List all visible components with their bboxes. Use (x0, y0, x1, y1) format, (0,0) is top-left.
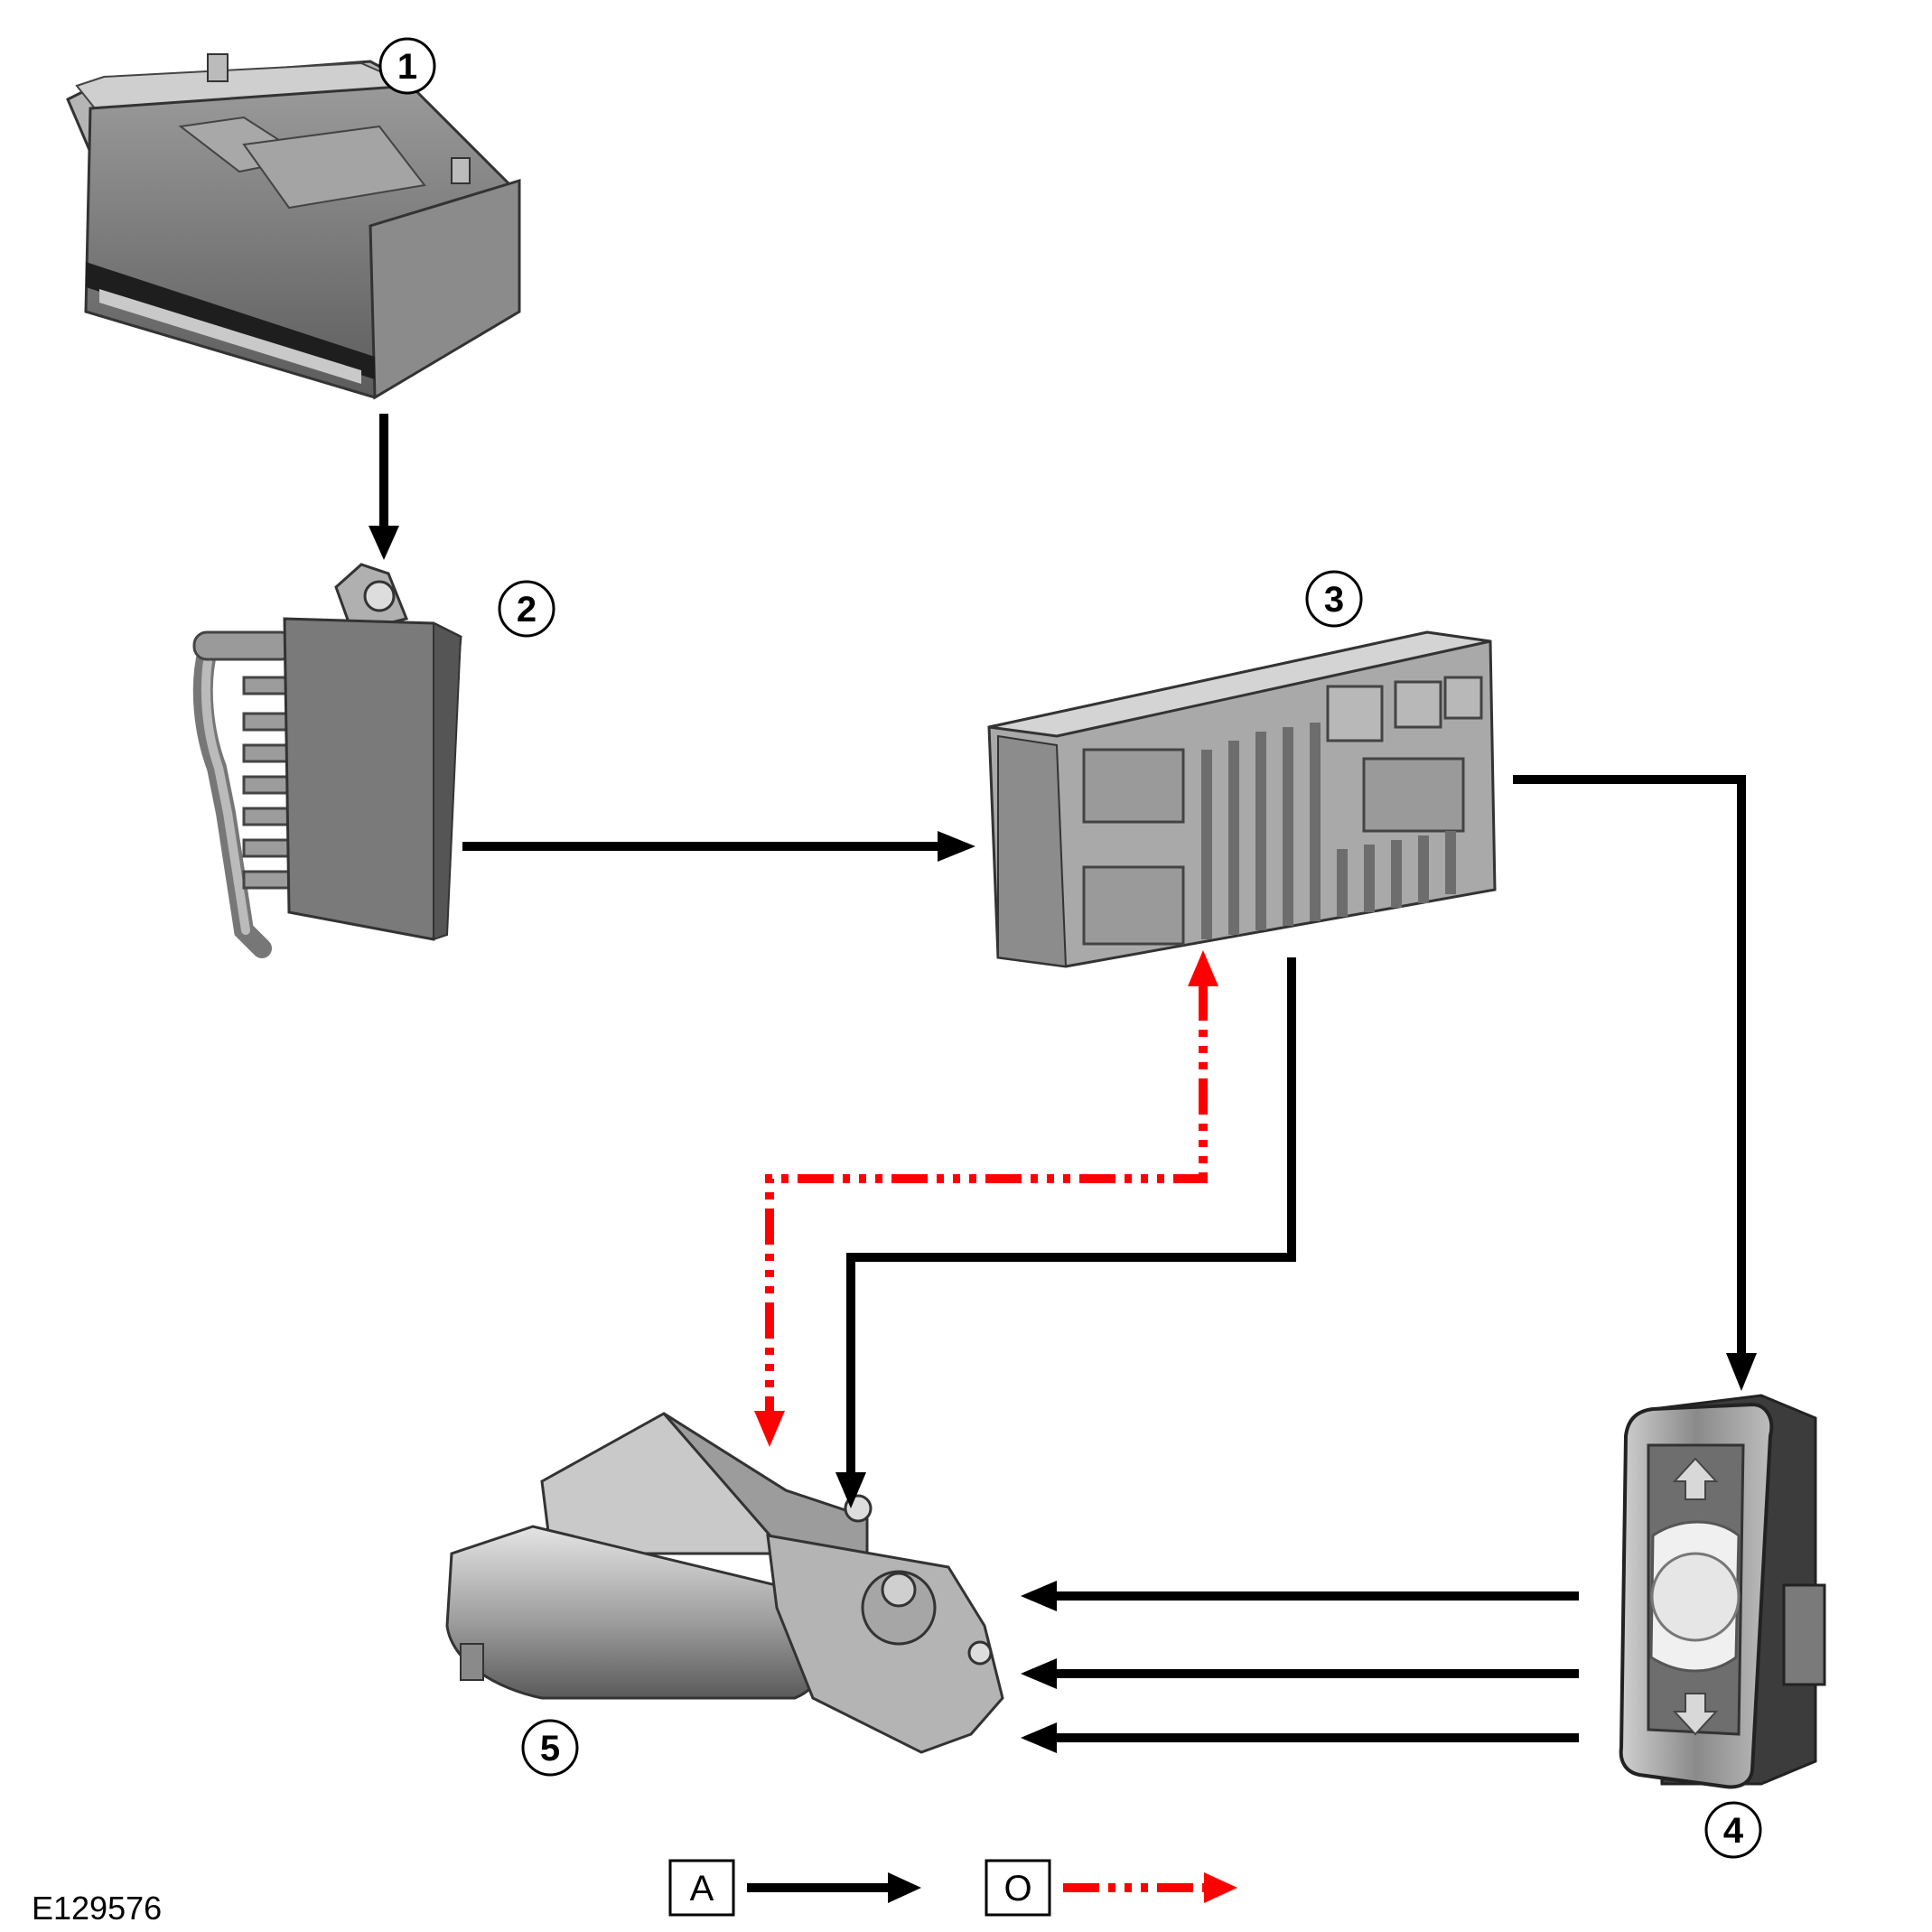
callout-4: 4 (1704, 1801, 1762, 1859)
battery (66, 53, 521, 400)
wire-3-to-4-head (1726, 1353, 1757, 1391)
wire-3-to-5 (846, 957, 1296, 1474)
legend-label-o: O (1003, 1869, 1031, 1909)
window-switch (1619, 1394, 1826, 1789)
callout-2-label: 2 (517, 590, 537, 630)
callout-5: 5 (521, 1719, 579, 1777)
wire-o-3-head (1188, 950, 1218, 986)
callout-2: 2 (498, 580, 555, 638)
wire-o-3-to-5 (765, 985, 1208, 1414)
wire-4-to-5-b-head (1021, 1658, 1057, 1689)
battery-junction-box (192, 563, 462, 958)
callout-5-label: 5 (540, 1729, 560, 1769)
callout-3: 3 (1305, 570, 1363, 628)
callout-4-label: 4 (1723, 1811, 1744, 1851)
wire-1-to-2-head (369, 526, 399, 560)
legend-label-a: A (690, 1869, 714, 1909)
figure-reference: E129576 (32, 1890, 162, 1927)
callout-3-label: 3 (1324, 580, 1344, 620)
wire-2-to-3-head (938, 831, 975, 862)
wire-3-to-4 (1513, 775, 1746, 1355)
wire-o-5-head (754, 1411, 785, 1447)
legend-item-o: O (985, 1859, 1237, 1917)
wire-4-to-5-a-head (1021, 1581, 1057, 1611)
wire-3-to-5-head (835, 1472, 866, 1508)
callout-1-label: 1 (397, 47, 417, 87)
wire-4-to-5-c-head (1021, 1722, 1057, 1753)
legend: A O (668, 1859, 1237, 1917)
window-motor (445, 1412, 1004, 1754)
central-junction-box (987, 630, 1497, 968)
legend-item-a: A (668, 1859, 921, 1917)
callout-1: 1 (378, 37, 436, 95)
